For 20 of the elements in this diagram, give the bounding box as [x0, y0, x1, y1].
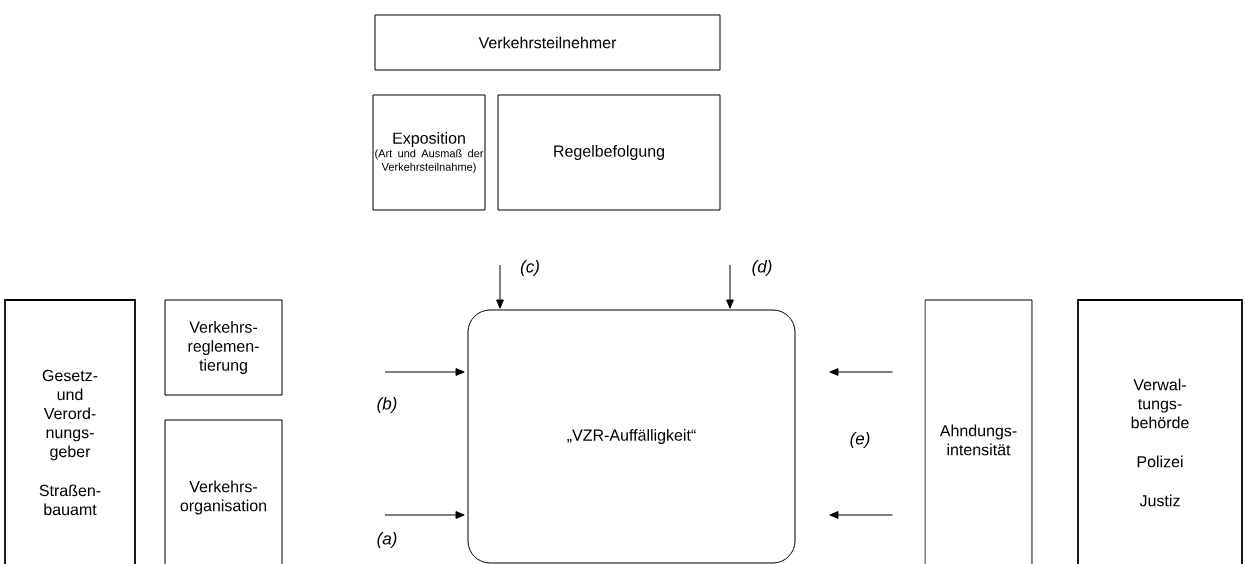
edge-label: (c) — [519, 259, 541, 277]
arrow — [829, 368, 893, 376]
arrow — [496, 264, 504, 309]
text-box: Exposition (Art und Ausmaß der Verkehrsteilnahme) — [372, 94, 486, 211]
text-box: Verkehrs- organisation — [164, 419, 283, 564]
arrow — [384, 368, 465, 376]
text-box: Verkehrs- reglemen- tierung — [164, 299, 283, 396]
group-box: Gesetz- und Verord- nungs- geber Straßen- bauamt — [4, 299, 136, 564]
rounded-box: „VZR-Auffälligkeit“ — [467, 309, 796, 564]
group-box: Verwal- tungs- behörde Polizei Justiz — [1077, 299, 1243, 564]
edge-label: (d) — [750, 259, 774, 277]
arrow — [829, 511, 893, 519]
text-box: Verkehrsteilnehmer — [374, 14, 721, 71]
edge-label: (b) — [375, 396, 399, 414]
arrow — [726, 264, 734, 309]
text-box: Regelbefolgung — [497, 94, 721, 211]
text-box: Ahndungs- intensität — [924, 299, 1033, 564]
arrow — [384, 511, 465, 519]
edge-label: (e) — [848, 431, 872, 449]
edge-label: (a) — [375, 531, 399, 549]
